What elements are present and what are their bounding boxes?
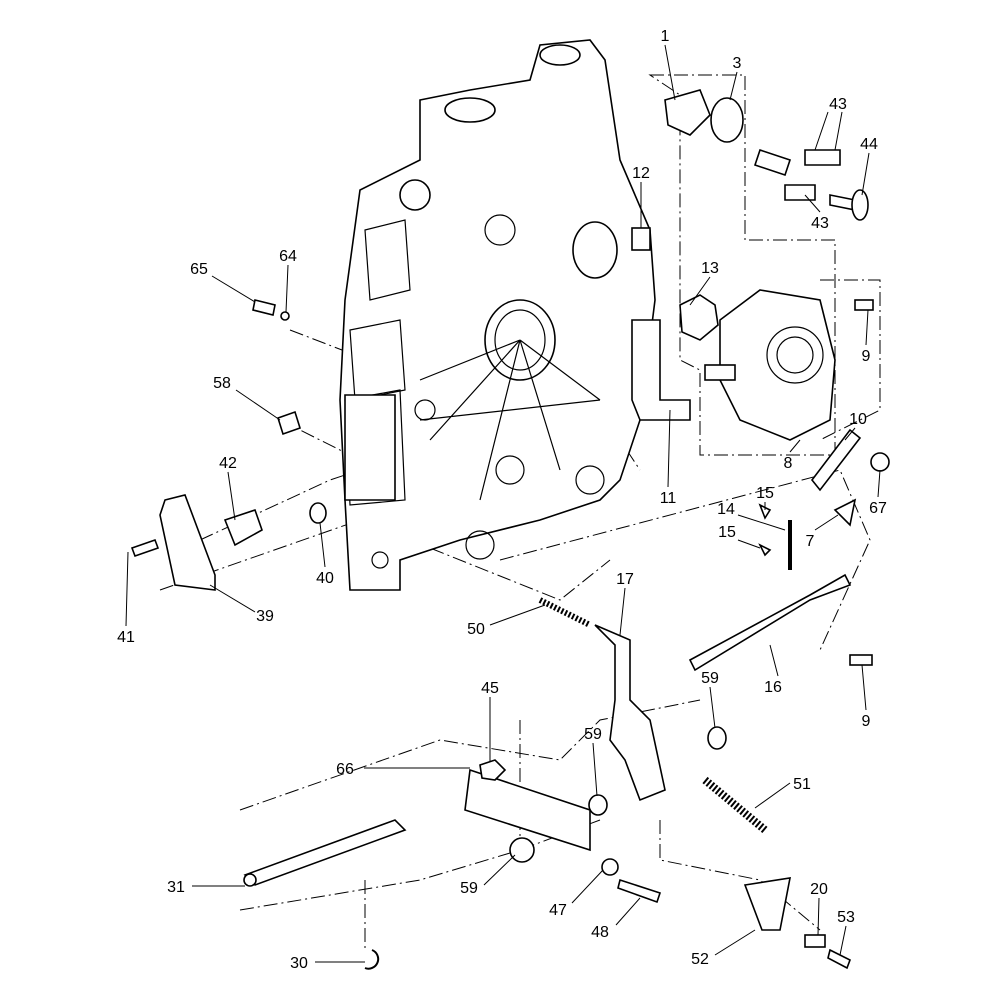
callout: 1	[661, 28, 670, 45]
part-48-bolt	[617, 878, 662, 904]
part-9-screw-top	[854, 299, 874, 311]
callout: 65	[190, 261, 208, 278]
callout: 51	[793, 776, 811, 793]
callout: 59	[584, 726, 602, 743]
callout: 43	[829, 96, 847, 113]
part-39-plate	[159, 494, 216, 591]
callout: 15	[718, 524, 736, 541]
callout: 58	[213, 375, 231, 392]
part-43-clip-bottom	[784, 184, 816, 201]
part-59-washer-a	[707, 726, 727, 750]
callout: 9	[862, 713, 871, 730]
part-42-plug	[223, 508, 263, 547]
callout: 41	[117, 629, 135, 646]
callout: 40	[316, 570, 334, 587]
part-59-washer-c	[509, 837, 535, 863]
callout: 3	[733, 55, 742, 72]
part-58-plug	[277, 410, 301, 436]
callout: 42	[219, 455, 237, 472]
pin	[753, 148, 792, 177]
leader-lines	[125, 44, 881, 963]
callout: 16	[764, 679, 782, 696]
callout: 50	[467, 621, 485, 638]
callout: 39	[256, 608, 274, 625]
callout: 15	[756, 485, 774, 502]
callout: 52	[691, 951, 709, 968]
part-45-nut	[479, 759, 507, 781]
callout: 10	[849, 411, 867, 428]
parts	[130, 89, 890, 970]
part-12-bushing	[631, 227, 651, 251]
callout: 45	[481, 680, 499, 697]
callout: 20	[810, 881, 828, 898]
part-17-bracket	[594, 624, 666, 802]
part-52-bracket	[743, 877, 792, 931]
pump-cover	[719, 289, 836, 441]
callout: 64	[279, 248, 297, 265]
part-31-shaft	[243, 819, 407, 886]
part-1-impeller	[664, 89, 711, 136]
part-20-block	[804, 934, 826, 948]
callout: 53	[837, 909, 855, 926]
part-13-gear	[679, 294, 719, 341]
callout: 9	[862, 348, 871, 365]
callout: 14	[717, 501, 735, 518]
part-16-lever	[688, 573, 852, 672]
main-housing	[339, 39, 656, 591]
callout: 44	[860, 136, 878, 153]
part-43-clip-top	[804, 149, 841, 166]
plate-block	[344, 394, 396, 501]
callout: 43	[811, 215, 829, 232]
shaft	[704, 364, 736, 381]
part-41-screw	[130, 538, 160, 558]
callout: 8	[784, 455, 793, 472]
part-10-lever	[810, 428, 862, 492]
callout: 67	[869, 500, 887, 517]
callout-labels: 1 3 43 44 43 12 13 65 64 9 58 10 8 42 11…	[117, 28, 887, 972]
part-47-washer	[601, 858, 619, 876]
part-11-pipe	[631, 319, 691, 421]
assembly-boundary-lines	[159, 74, 881, 950]
part-50-spring	[538, 597, 592, 628]
part-40-oring	[309, 502, 327, 524]
callout: 13	[701, 260, 719, 277]
part-67-bolt	[870, 452, 890, 472]
callout: 47	[549, 902, 567, 919]
callout: 30	[290, 955, 308, 972]
callout: 12	[632, 165, 650, 182]
part-59-washer-b	[588, 794, 608, 816]
callout: 59	[460, 880, 478, 897]
callout: 11	[660, 490, 677, 507]
part-30-clip	[364, 949, 380, 970]
part-44-pin	[829, 194, 856, 211]
callout: 48	[591, 924, 609, 941]
part-66-plate	[464, 768, 591, 852]
part-53-screw	[827, 948, 852, 970]
part-51-spring	[702, 776, 768, 834]
part-65-screw	[252, 299, 276, 316]
part-7-clip	[833, 498, 857, 527]
part-64-washer	[280, 311, 290, 321]
callout: 66	[336, 761, 354, 778]
callout: 31	[167, 879, 185, 896]
callout: 7	[806, 533, 815, 550]
callout: 17	[616, 571, 634, 588]
part-9-screw-bottom	[849, 654, 873, 666]
callout: 59	[701, 670, 719, 687]
part-3-seal	[710, 97, 744, 143]
